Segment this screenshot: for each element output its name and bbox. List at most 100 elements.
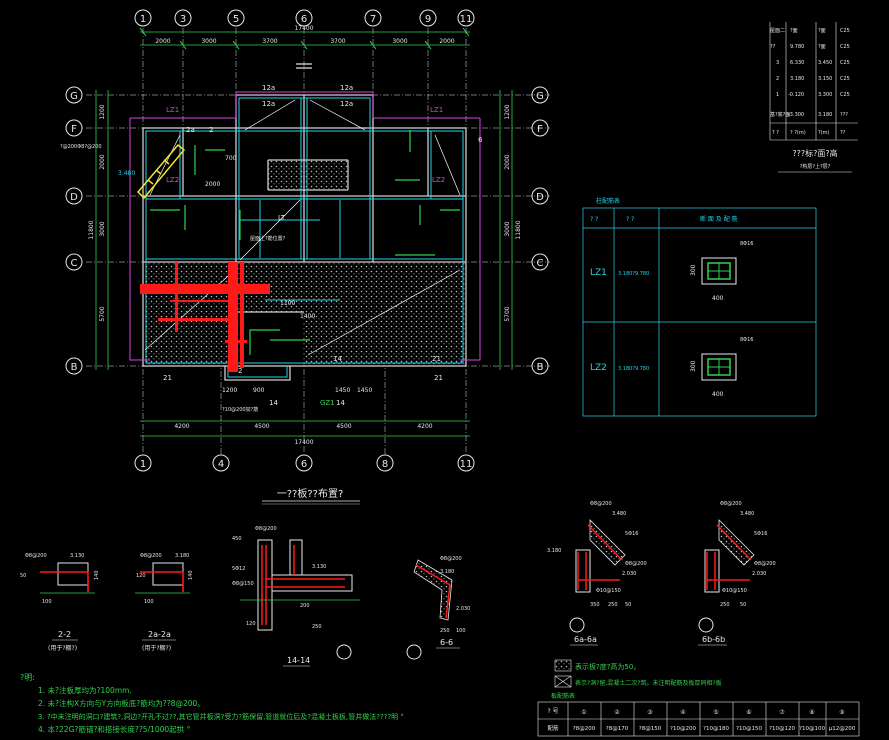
svg-text:100: 100 (456, 628, 466, 634)
label-12a-3: 12a (262, 100, 275, 108)
axis-labels-bottom: 1 4 6 8 11 (140, 459, 473, 470)
dim-left-1: 2000 (99, 154, 106, 169)
column-id-lz1: LZ1 (590, 268, 607, 278)
svg-text:1: 1 (776, 92, 779, 98)
svg-text:①: ① (581, 709, 586, 716)
svg-text:3: 3 (776, 60, 779, 66)
svg-text:2: 2 (776, 76, 779, 82)
svg-text:?面: ?面 (818, 44, 826, 50)
axis-bubbles-side (65, 86, 549, 375)
label-12a-2: 12a (340, 84, 353, 92)
dim-top-3: 3700 (330, 38, 345, 45)
axis-left-f: F (71, 124, 77, 135)
svg-text:(用于?棚?): (用于?棚?) (48, 644, 77, 652)
dim-1450-a: 1450 (335, 387, 350, 394)
svg-text:450: 450 (232, 536, 242, 542)
svg-text:400: 400 (712, 391, 724, 398)
axis-bottom-8: 8 (382, 459, 388, 470)
svg-text:3.180?9.780: 3.180?9.780 (618, 366, 649, 372)
svg-text:? 号: ? 号 (547, 708, 558, 715)
dim-right-0: 1200 (504, 104, 511, 119)
axis-right-g: G (536, 91, 544, 102)
svg-text:?10@150: ?10@150 (736, 726, 762, 732)
rebar-marks (150, 130, 460, 355)
label-21-a: 21 (163, 374, 172, 382)
svg-text:3.180: 3.180 (175, 553, 189, 559)
svg-text:⑧: ⑧ (809, 709, 814, 716)
rebar-table-headers: ? 号 ① ② ③ ④ ⑤ ⑥ ⑦ ⑧ ⑨ (547, 708, 844, 716)
svg-text:?10@100: ?10@100 (799, 726, 825, 732)
axis-bubbles-top (134, 9, 475, 27)
axis-right-b: B (537, 362, 544, 373)
svg-text:Φ8@200: Φ8@200 (590, 501, 612, 507)
slab-hatch (145, 160, 465, 366)
label-lz1-right: LZ1 (430, 106, 443, 114)
svg-text:?8@150: ?8@150 (639, 726, 662, 732)
svg-text:5Φ12: 5Φ12 (232, 566, 245, 572)
svg-text:250: 250 (312, 624, 322, 630)
svg-text:3.480: 3.480 (612, 511, 626, 517)
break-mark (296, 63, 312, 69)
dim-1400: 1400 (300, 313, 315, 320)
label-lt: LT (278, 214, 286, 222)
svg-text:250: 250 (608, 602, 618, 608)
dim-right-total: 11800 (515, 220, 522, 239)
axis-top-6: 6 (301, 14, 307, 25)
added-reinforcement (140, 262, 270, 372)
svg-text:C25: C25 (840, 44, 850, 50)
svg-text:③: ③ (647, 709, 652, 716)
dim-top-1: 3000 (201, 38, 216, 45)
svg-text:50: 50 (740, 602, 746, 608)
legend-cross-text: 表示?洞?留,混凝土二次?筑。未注明配筋及板厚同相?板 (575, 679, 722, 687)
svg-text:C25: C25 (840, 92, 850, 98)
section-6a-6a: Φ8@200 3.180 5Φ16 350 250 50 Φ10@150 Φ8@… (547, 501, 647, 646)
dim-bottom-2: 4500 (336, 423, 351, 430)
dim-top-4: 3000 (392, 38, 407, 45)
svg-text:?10@180: ?10@180 (703, 726, 729, 732)
section-6b-6b: Φ8@200 3.480 5Φ16 250 50 Φ10@150 Φ8@200 … (698, 501, 776, 646)
svg-text:? ?: ? ? (626, 216, 634, 223)
label-14-b: 14 (269, 399, 278, 407)
svg-text:Φ8@200: Φ8@200 (440, 556, 462, 562)
svg-text:8Φ16: 8Φ16 (740, 337, 753, 343)
legend-hatch-text: 表示板?度?高为50。 (575, 662, 640, 671)
dim-2000: 2000 (205, 181, 220, 188)
svg-text:300: 300 (690, 264, 697, 276)
dim-left-3: 5700 (99, 306, 106, 321)
axis-top-7: 7 (370, 14, 376, 25)
svg-text:Φ8@200: Φ8@200 (625, 561, 647, 567)
beams (145, 97, 464, 378)
svg-text:屋面二: 屋面二 (770, 28, 785, 34)
section-6-6: Φ8@200 2.030 3.180 250 100 6-6 (406, 556, 470, 660)
dim-bottom-3: 4200 (417, 423, 432, 430)
svg-text:Φ8@200: Φ8@200 (754, 561, 776, 567)
axis-top-9: 9 (425, 14, 431, 25)
dim-bottom-1: 4500 (254, 423, 269, 430)
svg-text:-3.300: -3.300 (788, 112, 804, 118)
svg-text:3.130: 3.130 (70, 553, 84, 559)
svg-text:? ?: ? ? (772, 130, 779, 136)
svg-text:6.330: 6.330 (790, 60, 804, 66)
svg-text:Φ8@200: Φ8@200 (720, 501, 742, 507)
svg-text:250: 250 (720, 602, 730, 608)
svg-text:3.180: 3.180 (790, 76, 804, 82)
svg-text:400: 400 (712, 295, 724, 302)
axis-bubbles-bottom (134, 454, 475, 472)
dim-left-total: 11800 (88, 220, 95, 239)
svg-text:120: 120 (136, 573, 146, 579)
svg-text:基?底?面: 基?底?面 (770, 111, 790, 118)
section-6-6-title: 6-6 (440, 638, 453, 647)
elevation-subcaption: ?构层?上?层? (800, 163, 831, 170)
svg-text:? ?(m): ? ?(m) (790, 130, 806, 136)
svg-text:3.150: 3.150 (818, 76, 832, 82)
section-2a-2a-title: 2a-2a (148, 630, 171, 639)
axis-labels-side: G F D C B G F D C B (70, 91, 544, 373)
note-1: 1. 未?注板厚均为?100mm. (38, 685, 132, 695)
svg-text:350: 350 (590, 602, 600, 608)
svg-text:②: ② (614, 709, 620, 716)
column-section-lz2: 400 300 8Φ16 (690, 337, 753, 398)
svg-text:3.180?9.780: 3.180?9.780 (618, 271, 649, 277)
dimension-texts: 17400 2000 3000 3700 3700 3000 2000 4200… (155, 25, 454, 446)
svg-text:C25: C25 (840, 28, 850, 34)
